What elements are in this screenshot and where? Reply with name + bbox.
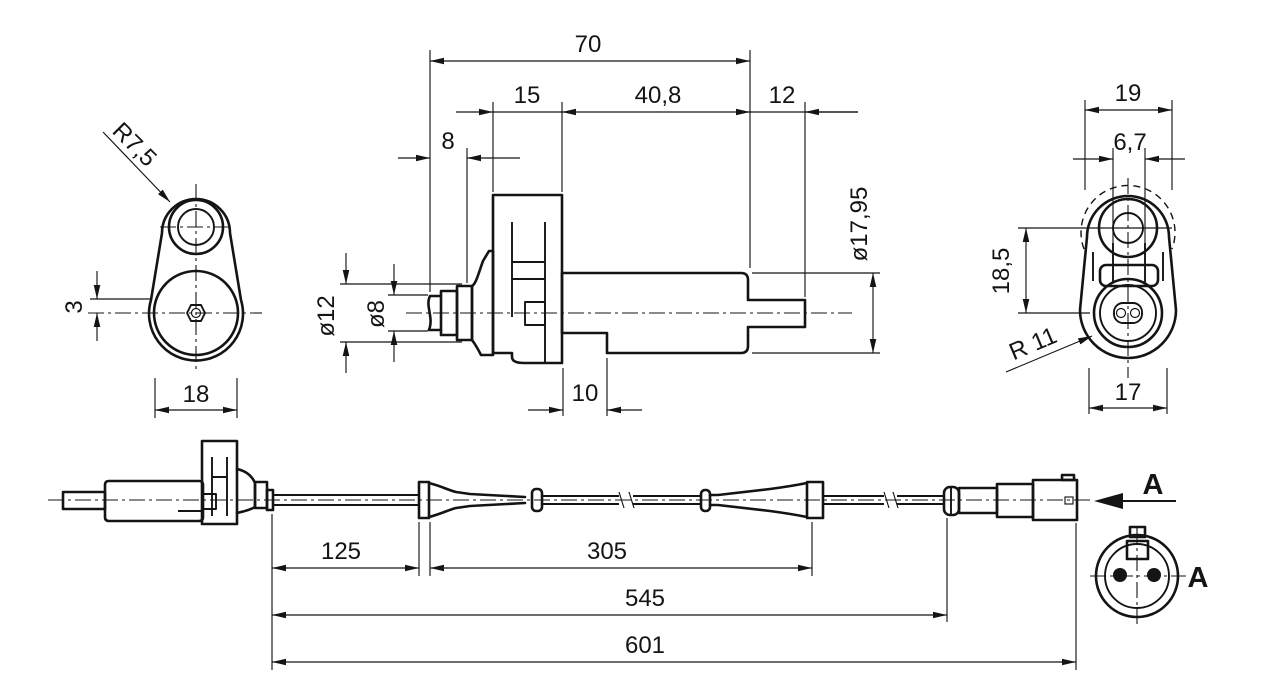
face-pin-right (1147, 568, 1161, 582)
rear-shoulders (1092, 252, 1164, 281)
asm-grommet1-taper (427, 481, 527, 519)
front-bushing-outer (167, 198, 225, 256)
dim-notch-length: 10 (572, 380, 599, 407)
side-body (560, 271, 807, 355)
dim-cable-segment-2: 305 (587, 538, 627, 565)
section-arrow-label: A (1143, 469, 1164, 501)
ext-15 (492, 102, 563, 192)
ext-67 (1112, 148, 1146, 243)
face-pin-left (1113, 568, 1127, 582)
asm-exit-collar (253, 480, 269, 510)
dim-rear-bottom-radius: R 11 (1005, 322, 1061, 366)
front-boss-circle (152, 269, 240, 357)
front-radius-leader (102, 131, 171, 203)
asm-connector-detail (1064, 496, 1074, 505)
dim-cable-segment-3: 545 (625, 585, 665, 612)
dim-overall-cable-length: 601 (625, 632, 665, 659)
connector-view-label: A (1188, 562, 1209, 594)
asm-cable-4 (823, 495, 884, 505)
side-flange (491, 193, 564, 365)
ext-asm-grommet1 (418, 522, 431, 576)
asm-cable-1 (273, 494, 419, 506)
rear-pin-right (1129, 307, 1141, 319)
side-flange-bolt-slot (511, 222, 546, 363)
face-key-tab (1128, 525, 1147, 539)
front-pole-hex (186, 304, 206, 322)
asm-flange (200, 439, 239, 526)
asm-cable-2 (542, 495, 619, 505)
front-view: R7,5 3 18 (61, 117, 262, 418)
asm-grommet2-ring (805, 480, 825, 520)
dim-stub-length: 12 (769, 82, 796, 109)
asm-bead2 (699, 488, 712, 513)
asm-grommet2-taper (708, 481, 809, 519)
rear-radius-leader (1005, 335, 1093, 373)
dim-body-dia: ø17,95 (846, 187, 873, 262)
asm-bead1 (530, 487, 544, 513)
rear-step-band (1098, 263, 1160, 288)
connector-face-view: A (1090, 525, 1209, 624)
face-keyway (1125, 539, 1150, 561)
asm-cable-3 (633, 495, 701, 505)
face-outer-ring (1094, 533, 1180, 619)
dim-body-length: 40,8 (635, 82, 682, 109)
dim-rear-bottom-width: 17 (1115, 379, 1142, 406)
dim-tip-length: 8 (441, 128, 454, 155)
side-flange-insert (524, 301, 546, 326)
rear-bore-sides (1112, 243, 1146, 282)
dim-overall-length: 70 (575, 31, 602, 58)
ext-185 (1018, 227, 1172, 314)
face-inner-ring (1104, 543, 1170, 609)
rear-teardrop-outline (1078, 194, 1178, 360)
asm-cable-break2 (883, 491, 899, 509)
asm-exit-step (265, 488, 275, 512)
side-pole-pin (427, 294, 443, 332)
dim-collar-dia: ø12 (313, 295, 340, 336)
dim-cable-segment-1: 125 (321, 538, 361, 565)
asm-connector-housing (1031, 478, 1079, 522)
side-bell (470, 249, 495, 357)
section-arrow-head (1094, 493, 1123, 509)
asm-connector-latch (1060, 473, 1076, 482)
side-view: 70 15 40,8 12 8 ø12 ø8 ø17,95 10 (313, 31, 880, 416)
dim-rear-top-width: 19 (1115, 80, 1142, 107)
ext-10 (562, 358, 608, 416)
asm-flange-details (178, 457, 228, 516)
asm-hood (235, 467, 257, 515)
asm-cable-5 (897, 495, 944, 505)
front-pole-pin (190, 307, 202, 319)
rear-pin-capsule (1113, 302, 1143, 324)
rear-pin-left (1115, 307, 1127, 319)
dim-rear-hole-dia: 6,7 (1113, 129, 1146, 156)
dim-front-boss-width: 18 (183, 381, 210, 408)
ext-19 (1084, 100, 1173, 190)
asm-cable-break1 (618, 491, 635, 509)
dim-rear-center-distance: 18,5 (988, 248, 1015, 295)
asm-flange-insert (201, 493, 217, 510)
rear-hidden-circle (1080, 184, 1176, 250)
dim-front-pole-offset: 3 (61, 300, 88, 313)
ext-dia12 (340, 283, 462, 343)
rear-view: 19 6,7 18,5 R 11 17 (988, 80, 1185, 414)
dim-flange-length: 15 (514, 82, 541, 109)
rear-element-outer (1092, 277, 1164, 349)
ext-dia1795 (752, 272, 880, 354)
front-bushing-bore (177, 208, 215, 246)
cable-assembly-view: A 125 305 545 601 (48, 439, 1176, 670)
asm-grommet1-ring (417, 480, 431, 520)
asm-body (103, 479, 205, 523)
rear-element-inner (1099, 284, 1157, 342)
dim-tip-dia: ø8 (363, 300, 390, 328)
